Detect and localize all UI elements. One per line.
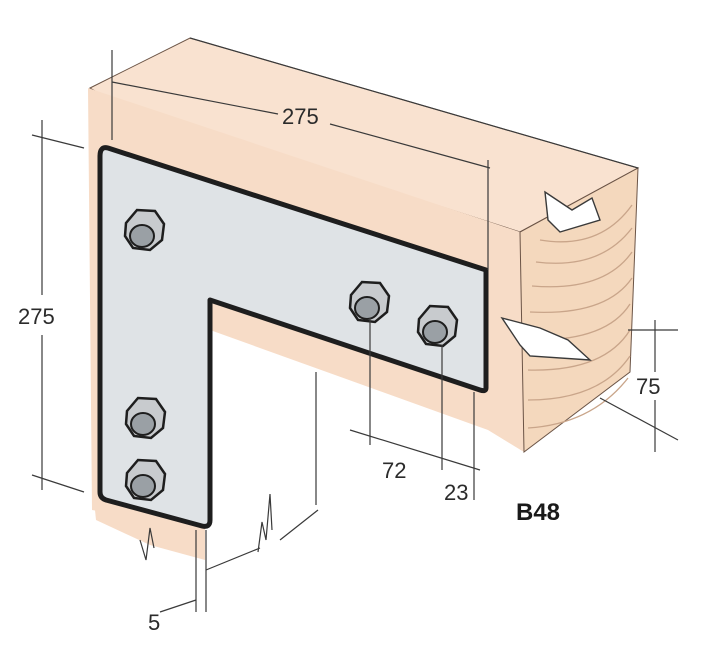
- break-marks: [500, 190, 601, 361]
- bolt-icon: [416, 304, 459, 348]
- plate-outline: [97, 145, 489, 529]
- dimension-labels: 275 275 75 72 23 5: [18, 104, 660, 635]
- dim-width-top: 275: [282, 104, 319, 129]
- bolt-icon: [348, 280, 391, 324]
- dim-bolt-spacing: 72: [382, 458, 406, 483]
- bolt-icon: [124, 458, 167, 502]
- angle-plate: [97, 145, 489, 529]
- dimension-lines: [31, 37, 679, 613]
- dim-edge-offset: 23: [444, 480, 468, 505]
- bolts: [123, 208, 459, 502]
- dim-timber-height: 75: [636, 374, 660, 399]
- product-code: B48: [516, 499, 560, 526]
- bolt-icon: [123, 208, 166, 252]
- bolt-icon: [124, 396, 167, 440]
- dim-height-left: 275: [18, 304, 55, 329]
- timber-end-face: [519, 167, 639, 453]
- dim-thickness: 5: [148, 610, 160, 635]
